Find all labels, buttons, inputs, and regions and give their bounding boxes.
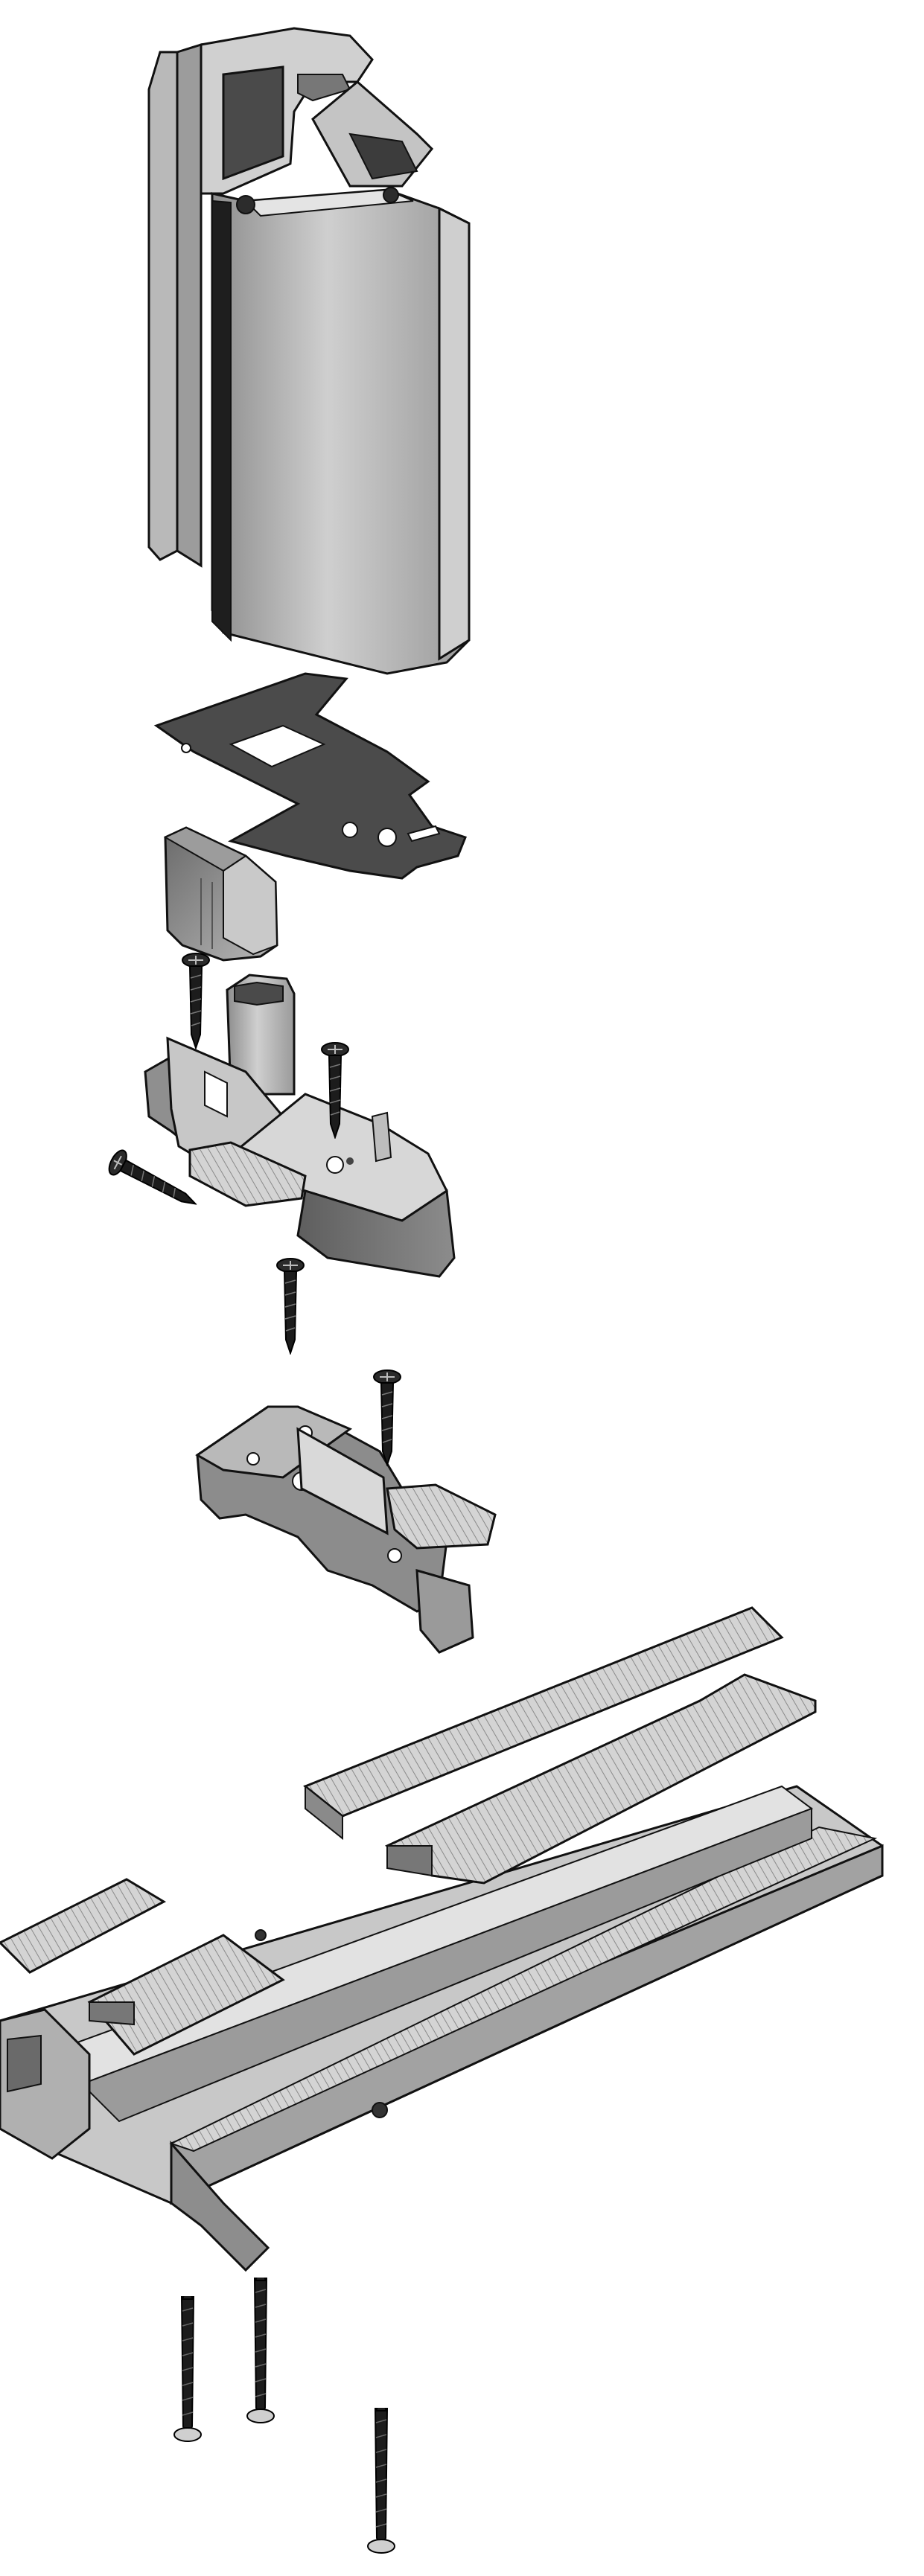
screw-icon	[182, 953, 210, 1049]
end-cap	[163, 826, 278, 962]
screw-icon	[173, 2296, 202, 2442]
screw-icon	[367, 2408, 395, 2554]
screw-icon	[104, 1146, 203, 1217]
screw-icon	[246, 2278, 275, 2423]
frame-profile	[147, 27, 471, 675]
gasket-plate	[153, 672, 467, 880]
lower-guide-block	[195, 1405, 497, 1654]
screw-icon	[276, 1258, 305, 1354]
sill-profile	[0, 1606, 884, 2272]
